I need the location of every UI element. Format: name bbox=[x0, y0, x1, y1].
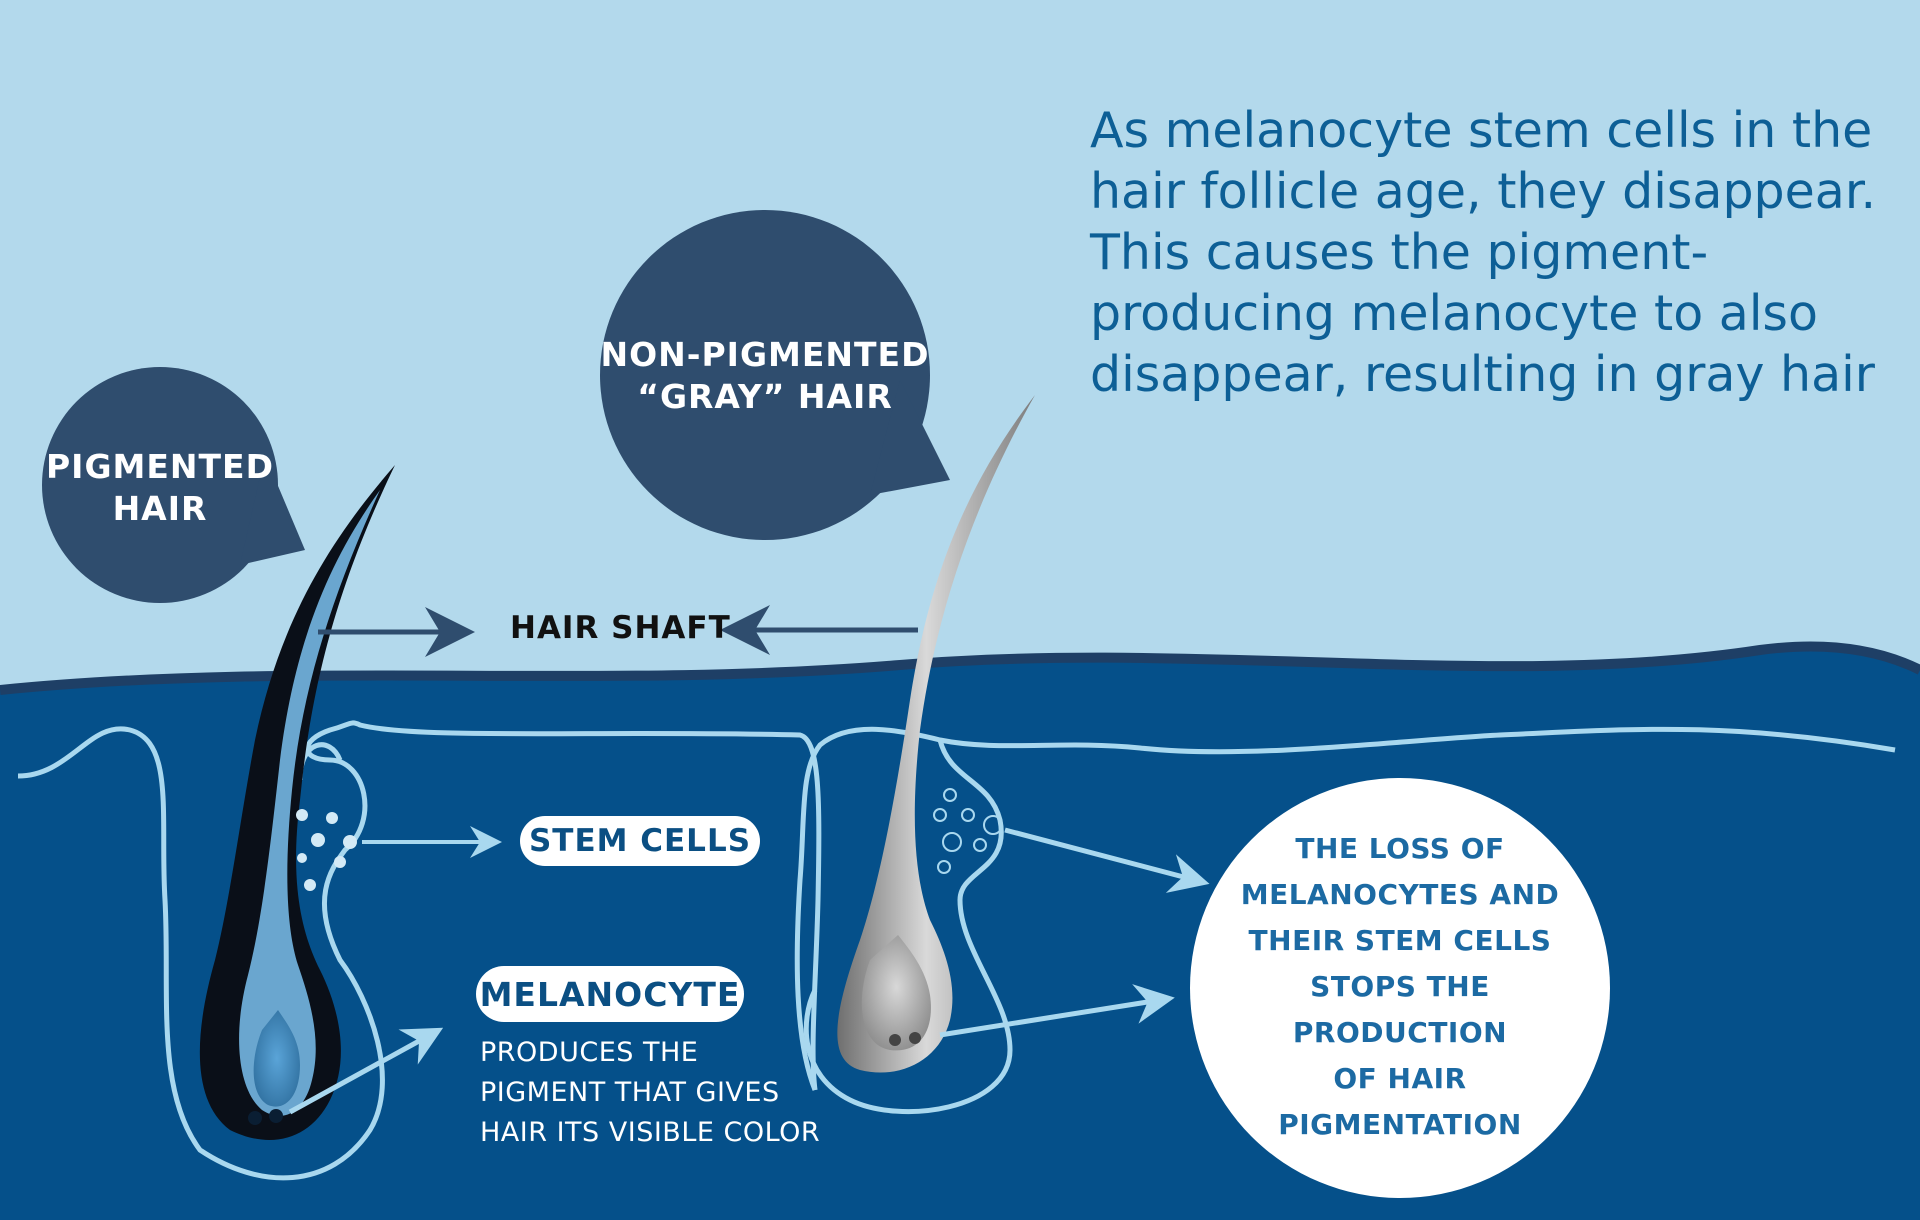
bubble-label-pigmented: PIGMENTED HAIR bbox=[46, 447, 274, 528]
arrow-melanocyte bbox=[288, 1027, 444, 1115]
pigmented-hair-core bbox=[239, 490, 380, 1116]
intro-text: As melanocyte stem cells in the hair fol… bbox=[1090, 102, 1877, 403]
bubble-pigmented-tail bbox=[240, 455, 305, 565]
conclusion-circle bbox=[1190, 778, 1610, 1198]
bubble-gray-tail bbox=[870, 380, 950, 495]
melanocyte-description: PRODUCES THE PIGMENT THAT GIVES HAIR ITS… bbox=[480, 1037, 821, 1148]
follicle-outline-right-main bbox=[794, 726, 1896, 1091]
pigmented-hair-bulb bbox=[253, 1010, 300, 1107]
bubble-label-non-pigmented: NON-PIGMENTED “GRAY” HAIR bbox=[600, 335, 930, 416]
conclusion-text: THE LOSS OF MELANOCYTES AND THEIR STEM C… bbox=[1240, 832, 1560, 1141]
arrow-melanocyte-loss bbox=[939, 984, 1175, 1038]
stem-cells-left bbox=[296, 809, 357, 891]
melanocyte-label: MELANOCYTE bbox=[476, 966, 744, 1022]
bubble-gray-circle bbox=[600, 210, 930, 540]
arrow-stem-loss bbox=[1004, 827, 1210, 893]
melanocyte-marks-right bbox=[889, 1032, 921, 1046]
pigmented-hair-shaft bbox=[199, 465, 395, 1140]
skin-edge-line bbox=[0, 641, 1920, 695]
gray-hair-bulb bbox=[861, 935, 931, 1051]
hair-shaft-label: HAIR SHAFT bbox=[510, 610, 731, 646]
melanocyte-marks-left bbox=[248, 1109, 283, 1125]
bubble-pigmented-circle bbox=[42, 367, 278, 603]
gray-hair-shaft bbox=[837, 395, 1035, 1073]
stem-cells-right bbox=[933, 788, 1003, 874]
stem-cells-label: STEM CELLS bbox=[520, 816, 760, 866]
